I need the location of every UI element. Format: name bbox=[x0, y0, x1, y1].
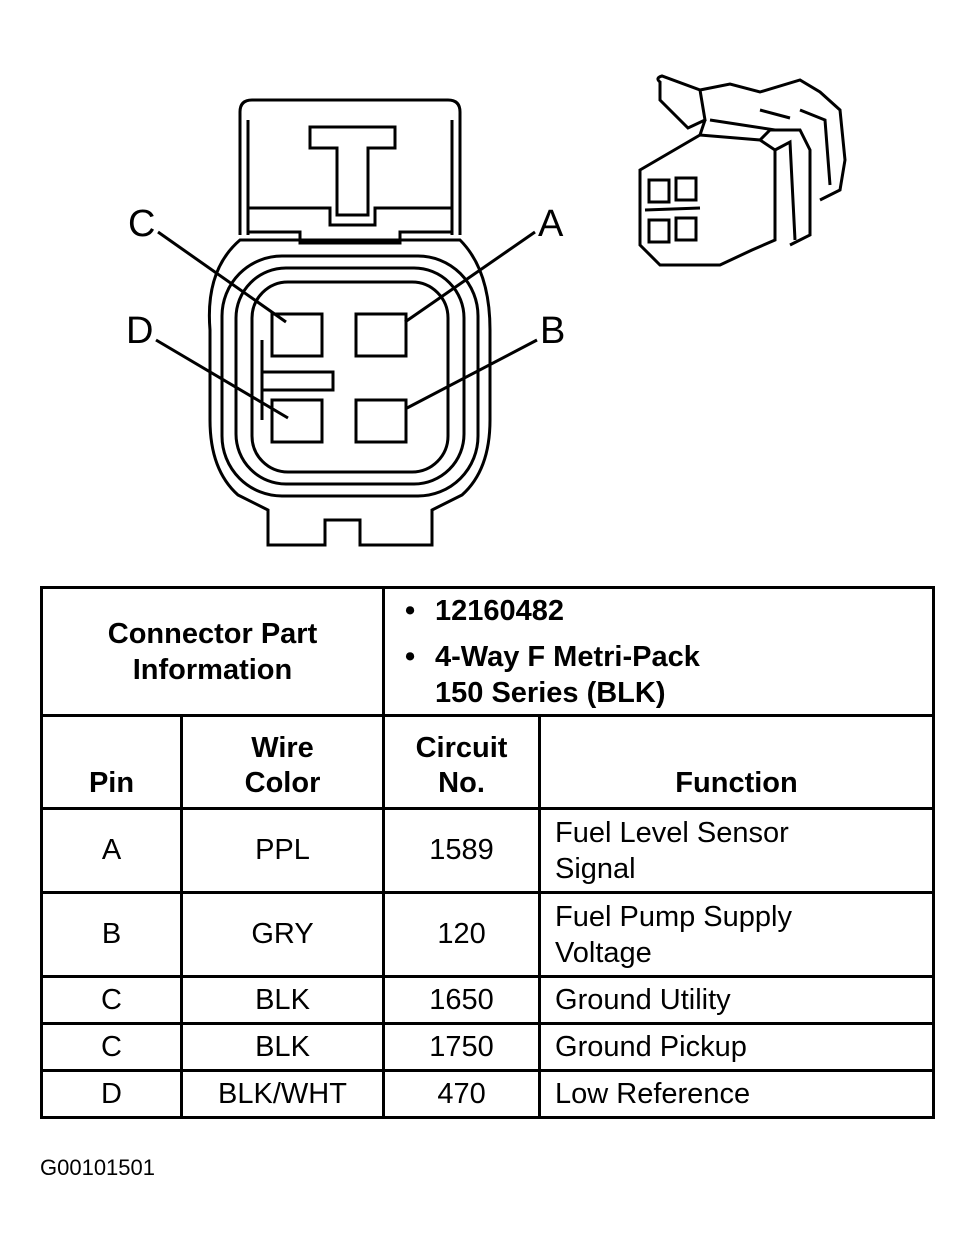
row-function: Low Reference bbox=[538, 1069, 936, 1119]
col-wire-label-1: Wire bbox=[251, 732, 314, 764]
row-pin: B bbox=[40, 891, 183, 978]
row-function: Ground Utility bbox=[538, 975, 936, 1025]
col-wire-label-2: Color bbox=[244, 767, 321, 799]
pin-label-d: D bbox=[126, 310, 154, 352]
row-wire-color: BLK bbox=[179, 1022, 386, 1072]
row-function: Ground Pickup bbox=[538, 1022, 936, 1072]
row-wire-color: GRY bbox=[179, 891, 386, 978]
pin-label-c: C bbox=[128, 203, 156, 245]
table-row: C BLK 1750 Ground Pickup bbox=[40, 1022, 936, 1072]
row-wire-color: PPL bbox=[179, 807, 386, 894]
row-function-line2: Voltage bbox=[555, 936, 652, 969]
figure-code: G00101501 bbox=[40, 1155, 155, 1180]
part-number: 12160482 bbox=[405, 593, 932, 629]
row-pin: D bbox=[40, 1069, 183, 1119]
row-circuit: 1589 bbox=[382, 807, 542, 894]
row-circuit: 1750 bbox=[382, 1022, 542, 1072]
row-function: Fuel Level Sensor Signal bbox=[538, 807, 936, 894]
pin-label-a: A bbox=[538, 203, 564, 245]
connector-face-view bbox=[155, 74, 847, 547]
col-pin-label: Pin bbox=[88, 767, 135, 799]
pin-label-b: B bbox=[540, 310, 566, 352]
row-circuit: 120 bbox=[382, 891, 542, 978]
table-row: D BLK/WHT 470 Low Reference bbox=[40, 1069, 936, 1119]
col-wire-color: Wire Color bbox=[179, 714, 386, 810]
row-function: Fuel Pump Supply Voltage bbox=[538, 891, 936, 978]
part-info-label-line1: Connector Part bbox=[107, 617, 318, 650]
connector-diagram: C A D B bbox=[0, 0, 971, 580]
row-function-line1: Fuel Pump Supply bbox=[555, 900, 792, 933]
part-info-label-line2: Information bbox=[132, 653, 293, 686]
row-circuit: 1650 bbox=[382, 975, 542, 1025]
part-info-details: 12160482 4-Way F Metri-Pack 150 Series (… bbox=[382, 586, 936, 717]
row-circuit: 470 bbox=[382, 1069, 542, 1119]
part-info-label: Connector Part Information bbox=[39, 586, 386, 717]
part-info-row: Connector Part Information 12160482 4-Wa… bbox=[39, 586, 936, 717]
row-pin: C bbox=[40, 1022, 183, 1072]
row-pin: C bbox=[40, 975, 183, 1025]
connector-description-line2: 150 Series (BLK) bbox=[435, 676, 666, 709]
row-wire-color: BLK bbox=[179, 975, 386, 1025]
connector-3d-view bbox=[638, 74, 847, 267]
connector-pinout-table: Connector Part Information 12160482 4-Wa… bbox=[39, 586, 936, 1119]
row-pin: A bbox=[40, 807, 183, 894]
table-row: B GRY 120 Fuel Pump Supply Voltage bbox=[40, 891, 936, 978]
col-circuit-label-2: No. bbox=[438, 767, 485, 799]
col-circuit: Circuit No. bbox=[382, 714, 542, 810]
row-function-line1: Fuel Level Sensor bbox=[555, 816, 789, 849]
connector-description: 4-Way F Metri-Pack bbox=[405, 639, 932, 675]
col-pin: Pin bbox=[40, 714, 183, 810]
col-function: Function bbox=[538, 714, 936, 810]
column-header-row: Pin Wire Color Circuit No. Function bbox=[40, 714, 936, 810]
table-row: A PPL 1589 Fuel Level Sensor Signal bbox=[40, 807, 936, 894]
col-circuit-label-1: Circuit bbox=[415, 732, 508, 764]
row-wire-color: BLK/WHT bbox=[179, 1069, 386, 1119]
row-function-line2: Signal bbox=[555, 852, 636, 885]
table-row: C BLK 1650 Ground Utility bbox=[40, 975, 936, 1025]
col-function-label: Function bbox=[675, 767, 798, 799]
